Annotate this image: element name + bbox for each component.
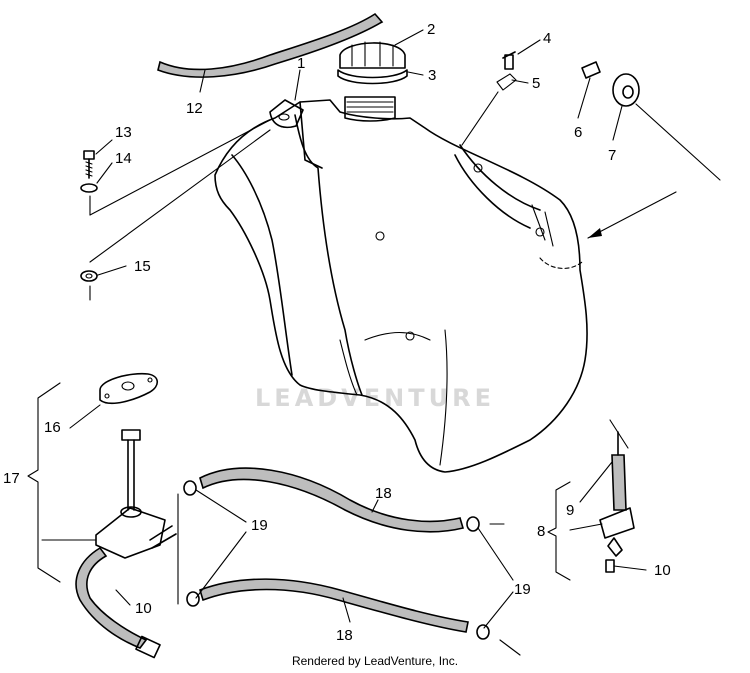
callout-12: 12 — [186, 100, 203, 117]
callout-13: 13 — [115, 124, 132, 141]
footer-credit: Rendered by LeadVenture, Inc. — [291, 654, 459, 668]
callout-9: 9 — [566, 502, 574, 519]
callouts: 1 2 3 4 5 6 7 8 9 10 10 12 13 14 15 16 1… — [3, 21, 671, 644]
callout-15: 15 — [134, 258, 151, 275]
bolt-4 — [496, 51, 517, 91]
clamp — [466, 516, 480, 532]
fuel-cap — [337, 41, 408, 85]
fuel-hose-upper — [199, 467, 465, 533]
callout-3: 3 — [428, 67, 436, 84]
callout-19-right: 19 — [514, 581, 531, 598]
callout-10-valve: 10 — [135, 600, 152, 617]
washer-15 — [80, 270, 98, 282]
callout-8: 8 — [537, 523, 545, 540]
bolt-13 — [83, 150, 95, 179]
fuel-tank — [214, 96, 588, 473]
callout-1: 1 — [297, 55, 305, 72]
fuel-hose-lower — [199, 578, 469, 633]
callout-18-lower: 18 — [336, 627, 353, 644]
leader-lines — [27, 29, 721, 656]
callout-2: 2 — [427, 21, 435, 38]
fuel-valve-assembly — [75, 429, 177, 659]
callout-5: 5 — [532, 75, 540, 92]
clamp — [186, 591, 200, 607]
callout-4: 4 — [543, 30, 551, 47]
screw-6 — [581, 61, 601, 79]
clamp — [476, 624, 490, 640]
washer-14 — [80, 183, 98, 193]
callout-16: 16 — [44, 419, 61, 436]
watermark: LEADVENTURE — [255, 384, 495, 412]
callout-10-cock: 10 — [654, 562, 671, 579]
gasket-16 — [99, 372, 159, 405]
clamp — [183, 480, 197, 496]
callout-17: 17 — [3, 470, 20, 487]
callout-6: 6 — [574, 124, 582, 141]
callout-19-left: 19 — [251, 517, 268, 534]
fuel-cock — [599, 431, 635, 573]
breather-hose — [157, 12, 384, 78]
grommet-7 — [612, 73, 640, 107]
callout-7: 7 — [608, 147, 616, 164]
callout-18-upper: 18 — [375, 485, 392, 502]
callout-14: 14 — [115, 150, 132, 167]
